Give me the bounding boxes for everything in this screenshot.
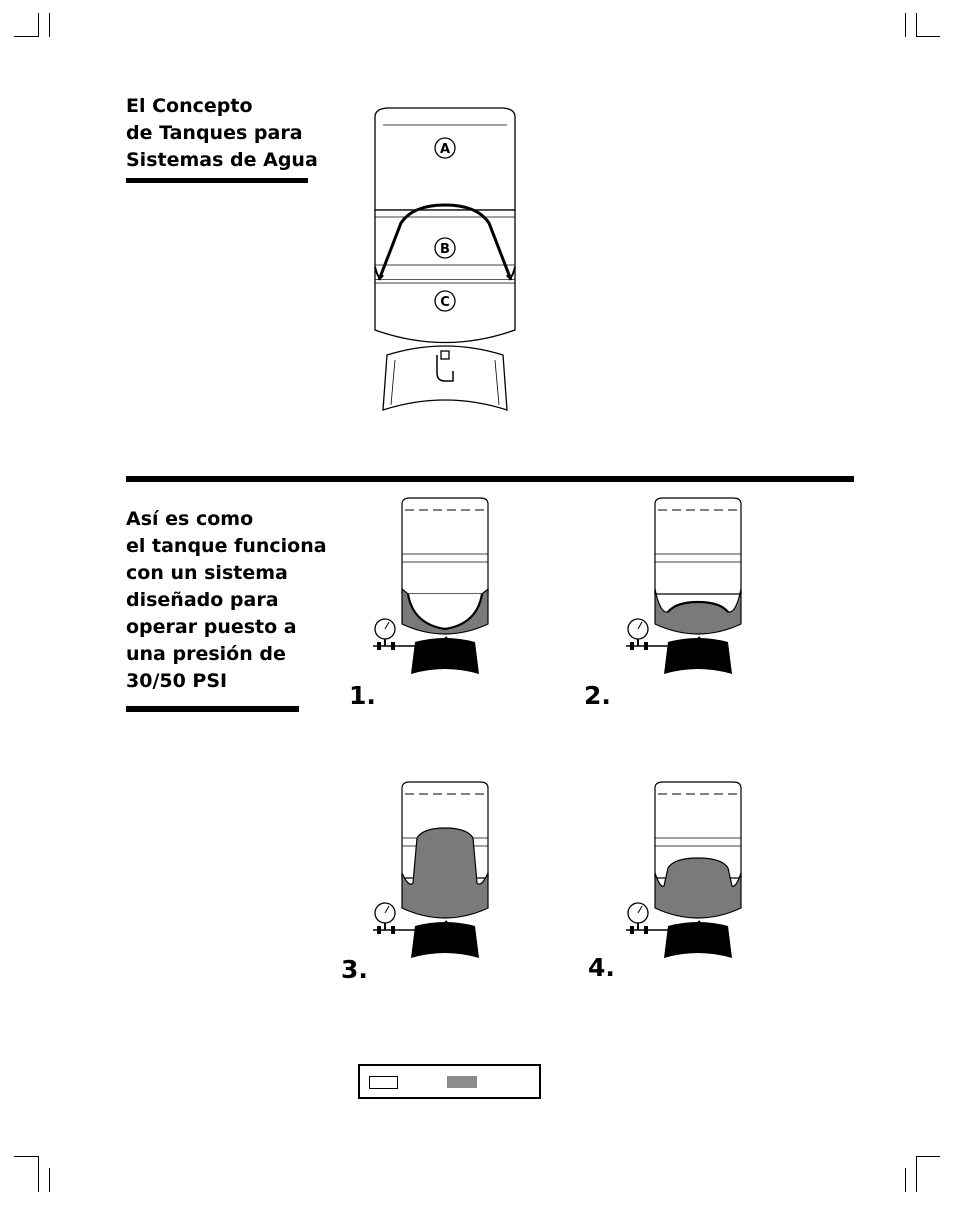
section2-heading-rule [126,706,299,712]
step-label-3: 3. [341,955,368,984]
section-divider [126,476,854,482]
tank-concept-diagram: A B C [374,107,516,411]
section1-heading: El Concepto de Tanques para Sistemas de … [126,93,318,174]
section1-heading-line1: El Concepto [126,95,253,117]
section1-heading-line3: Sistemas de Agua [126,149,318,171]
section2-heading-line6: una presión de [126,643,286,665]
label-b: B [440,242,450,257]
legend-air-swatch [369,1076,398,1089]
legend-water-swatch [447,1076,477,1088]
label-a: A [440,142,450,157]
step-label-2: 2. [584,681,611,710]
section2-heading-line5: operar puesto a [126,616,297,638]
label-c: C [440,295,450,310]
tank-step-3 [372,781,489,959]
section2-heading: Así es como el tanque funciona con un si… [126,506,327,695]
tank-step-1 [372,497,489,675]
section2-heading-line2: el tanque funciona [126,535,327,557]
section2-heading-line7: 30/50 PSI [126,670,228,692]
tank-step-2 [625,497,742,675]
step-label-4: 4. [588,953,615,982]
section2-heading-line1: Así es como [126,508,254,530]
legend-box [358,1064,541,1099]
tank-step-4 [625,781,742,959]
section2-heading-line4: diseñado para [126,589,279,611]
section1-heading-rule [126,178,308,183]
step-label-1: 1. [349,681,376,710]
section2-heading-line3: con un sistema [126,562,288,584]
section1-heading-line2: de Tanques para [126,122,303,144]
